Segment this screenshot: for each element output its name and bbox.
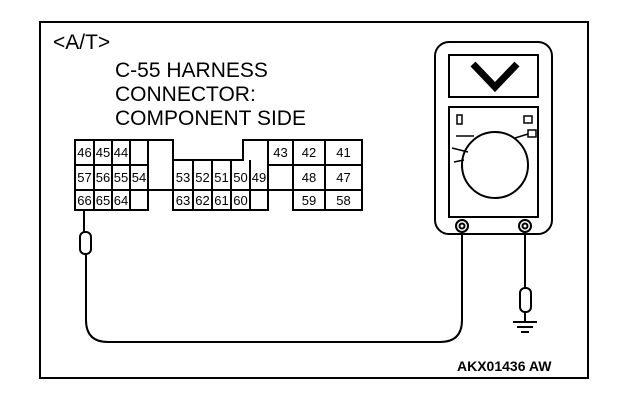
pin-48: 48 <box>301 170 317 185</box>
pin-60: 60 <box>233 193 248 208</box>
pin-57: 57 <box>77 170 92 185</box>
connector-title-line3: COMPONENT SIDE <box>115 107 306 130</box>
pin-41: 41 <box>336 145 351 160</box>
diagram-frame <box>39 21 589 379</box>
pin-55: 55 <box>113 170 129 185</box>
pin-58: 58 <box>336 193 351 208</box>
figure-code: AKX01436 AW <box>457 358 552 374</box>
connector-title-line1: C-55 HARNESS <box>115 59 268 82</box>
pin-44: 44 <box>113 145 129 160</box>
pin-43: 43 <box>273 145 288 160</box>
pin-64: 64 <box>113 193 129 208</box>
pin-62: 62 <box>195 193 210 208</box>
multimeter-panel <box>448 106 539 218</box>
pin-42: 42 <box>301 145 317 160</box>
multimeter-display <box>448 54 539 98</box>
volt-jack <box>518 219 532 233</box>
pin-47: 47 <box>336 170 351 185</box>
pin-45: 45 <box>95 145 111 160</box>
pin-61: 61 <box>214 193 229 208</box>
com-jack <box>455 219 469 233</box>
selector-dial <box>461 131 529 199</box>
at-tag: <A/T> <box>53 31 111 54</box>
pin-63: 63 <box>175 193 191 208</box>
test-wire <box>85 232 463 343</box>
pin-56: 56 <box>95 170 111 185</box>
multimeter-body <box>434 41 553 235</box>
pin-49: 49 <box>251 170 267 185</box>
pin-53: 53 <box>175 170 191 185</box>
pin-52: 52 <box>195 170 210 185</box>
pin-51: 51 <box>214 170 229 185</box>
pin-65: 65 <box>95 193 111 208</box>
volt-symbol-icon <box>470 61 520 93</box>
probe-right <box>519 287 532 313</box>
probe-left <box>79 231 92 255</box>
pin-46: 46 <box>77 145 92 160</box>
connector-title-line2: CONNECTOR: <box>115 83 256 106</box>
pin-66: 66 <box>77 193 92 208</box>
pin-59: 59 <box>301 193 317 208</box>
pin-54: 54 <box>131 170 147 185</box>
pin-50: 50 <box>233 170 248 185</box>
